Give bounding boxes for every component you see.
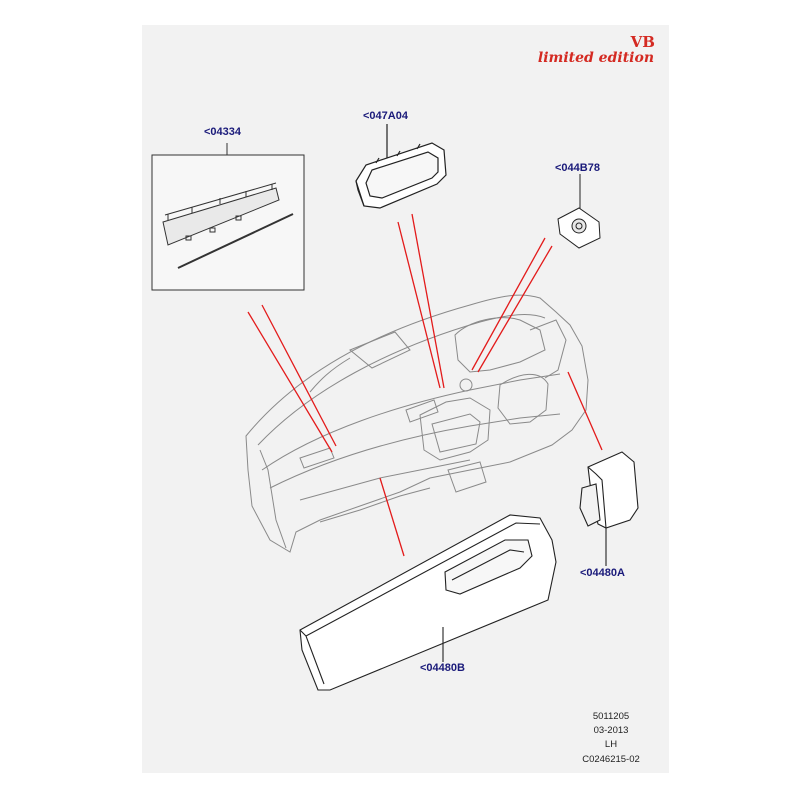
callout-04334[interactable]: <04334: [204, 126, 242, 138]
vent-bezel-047A04: [355, 124, 447, 209]
footer-date: 03-2013: [593, 725, 629, 736]
footer-drawing-no: C0246215-02: [582, 754, 640, 765]
badge-subtitle: limited edition: [537, 50, 654, 66]
callout-04480B[interactable]: <04480B: [420, 662, 465, 674]
footer-side: LH: [604, 739, 618, 750]
callout-047A04[interactable]: <047A04: [363, 110, 408, 122]
lower-panel-04480B: [299, 514, 557, 691]
leader-lines: [247, 213, 603, 557]
end-cap-04480A: [579, 451, 639, 566]
badge-title: VB: [630, 33, 655, 51]
switch-044B78: [557, 174, 601, 249]
dashboard-assembly: [245, 294, 589, 553]
callout-04480A[interactable]: <04480A: [580, 567, 625, 579]
footer-ref: 5011205: [592, 711, 630, 722]
callout-044B78[interactable]: <044B78: [555, 162, 600, 174]
inset-box-04334: [151, 143, 305, 291]
